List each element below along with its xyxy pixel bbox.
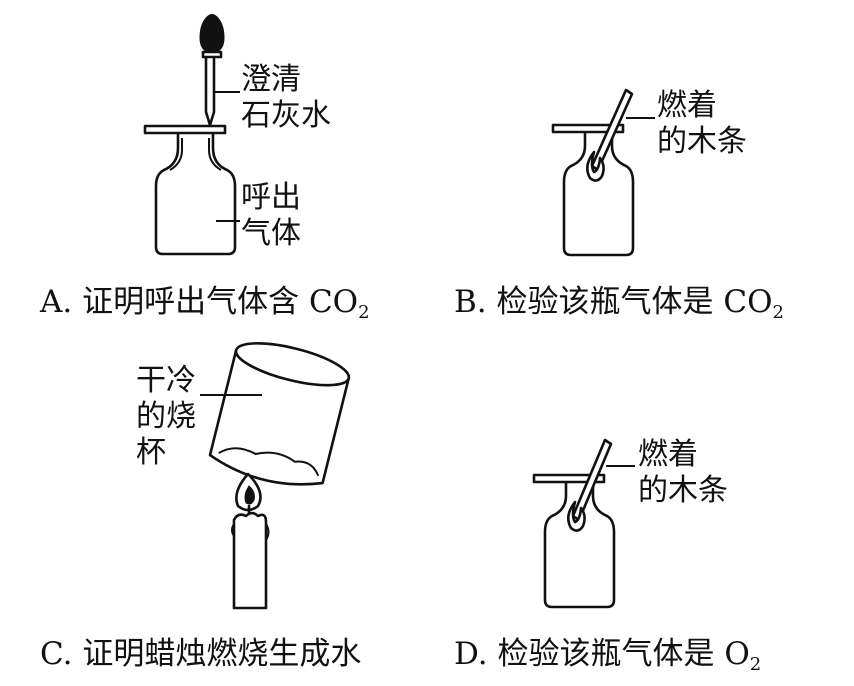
dropper-bulb-icon (199, 14, 225, 53)
label-burning-stick-b: 燃着 的木条 (657, 88, 747, 159)
caption-c-text: 证明蜡烛燃烧生成水 (82, 636, 362, 672)
caption-b-letter: B. (454, 284, 487, 320)
panel-c-apparatus (200, 342, 351, 610)
caption-b: B. 检验该瓶气体是 CO2 (454, 282, 784, 333)
glass-plate-d (532, 473, 606, 484)
candle-drip-right (265, 523, 270, 541)
flame-d-icon (566, 500, 586, 532)
caption-a: A. 证明呼出气体含 CO2 (40, 282, 370, 333)
caption-d-subscript: 2 (749, 654, 762, 675)
bottle-a-neck-inner (169, 138, 183, 171)
caption-a-subscript: 2 (358, 302, 370, 323)
dropper-collar (201, 50, 223, 59)
bottle-d-icon (543, 480, 616, 609)
label-cold-beaker: 干冷 的烧 杯 (136, 363, 196, 470)
caption-c: C. 证明蜡烛燃烧生成水 (40, 634, 361, 674)
dropper-tube-icon (204, 55, 216, 127)
candle-icon (232, 511, 268, 610)
caption-c-letter: C. (40, 636, 73, 672)
panel-d-apparatus (532, 438, 635, 609)
bottle-b-icon (562, 130, 635, 257)
beaker-icon (208, 342, 351, 486)
glass-plate-b (551, 123, 625, 134)
bottle-a-neck-inner-right (208, 138, 222, 171)
caption-a-letter: A. (40, 284, 73, 320)
label-exhaled-gas: 呼出 气体 (241, 180, 301, 251)
label-limewater: 澄清 石灰水 (241, 62, 331, 133)
caption-d-text: 检验该瓶气体是 O (497, 636, 750, 672)
candle-flame-core (244, 485, 255, 505)
candle-drip (231, 523, 235, 537)
glass-plate-a (143, 124, 227, 135)
caption-d: D. 检验该瓶气体是 O2 (454, 634, 761, 685)
flame-b-icon (585, 150, 605, 182)
panel-a-apparatus (143, 14, 240, 256)
label-burning-stick-d: 燃着 的木条 (638, 437, 728, 508)
caption-a-text: 证明呼出气体含 CO (82, 284, 359, 320)
bottle-a-icon (154, 131, 237, 256)
caption-d-letter: D. (454, 636, 488, 672)
caption-b-text: 检验该瓶气体是 CO (496, 284, 773, 320)
caption-b-subscript: 2 (772, 302, 784, 323)
panel-b-apparatus (551, 88, 655, 257)
